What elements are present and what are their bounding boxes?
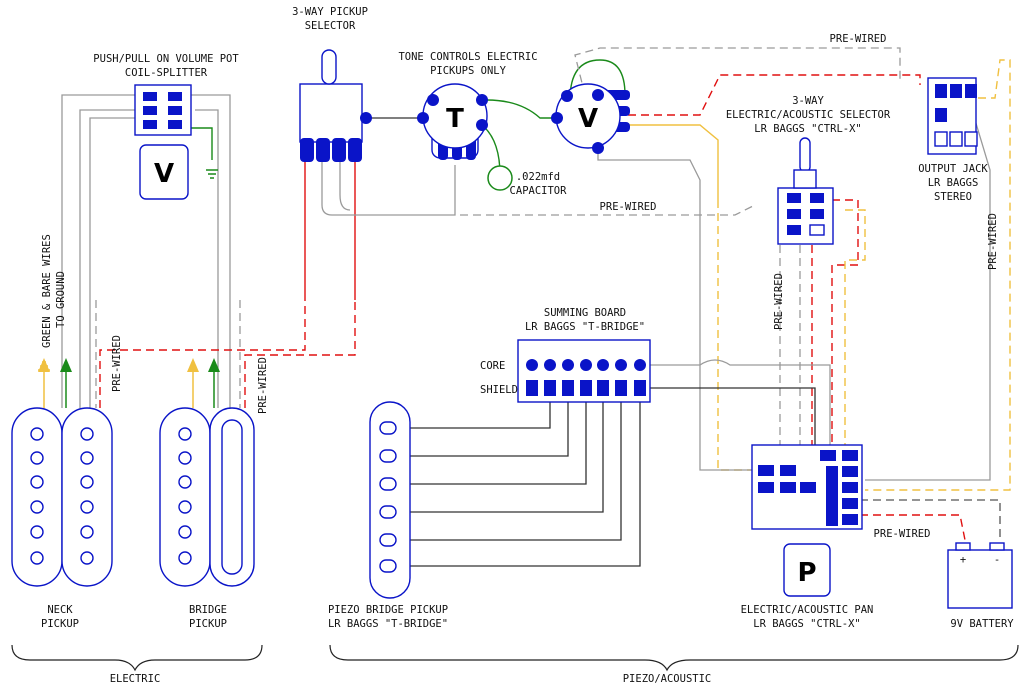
summing-core-terminals	[526, 359, 646, 371]
push-pull-volume-pot: V	[134, 84, 192, 200]
label-piezo-acoustic: PIEZO/ACOUSTIC	[623, 673, 712, 685]
label-push-pull-2: COIL-SPLITTER	[125, 67, 208, 79]
ground-icon	[208, 358, 220, 408]
pan-board	[751, 444, 863, 530]
label-selector3-2: SELECTOR	[305, 20, 356, 32]
label-ea-selector-1: 3-WAY	[792, 95, 824, 107]
label-jack-3: STEREO	[934, 191, 972, 203]
label-prewired-mid: PRE-WIRED	[600, 201, 657, 213]
wires	[61, 47, 1011, 567]
label-ea-selector-2: ELECTRIC/ACOUSTIC SELECTOR	[726, 109, 891, 121]
summing-board	[517, 339, 651, 403]
label-prewired-jack: PRE-WIRED	[987, 213, 999, 270]
ground-icon	[60, 358, 72, 408]
label-jack-2: LR BAGGS	[928, 177, 979, 189]
battery-minus-terminal: -	[994, 554, 1000, 566]
label-ground-1: GREEN & BARE WIRES	[41, 234, 53, 348]
label-prewired-bridge: PRE-WIRED	[257, 357, 269, 414]
bridge-pickup-poles	[178, 427, 192, 565]
tone-pot: T	[417, 83, 488, 160]
volume-knob-letter: V	[578, 104, 598, 134]
label-ea-selector-3: LR BAGGS "CTRL-X"	[754, 123, 861, 135]
neck-pickup-poles	[30, 427, 94, 565]
label-summing-1: SUMMING BOARD	[544, 307, 626, 319]
label-electric: ELECTRIC	[110, 673, 161, 685]
label-piezo-1: PIEZO BRIDGE PICKUP	[328, 604, 448, 616]
label-prewired-battery: PRE-WIRED	[874, 528, 931, 540]
pan-knob-letter: P	[797, 558, 816, 588]
summing-shield-terminals	[526, 380, 646, 396]
label-capacitor-2: CAPACITOR	[510, 185, 568, 197]
capacitor	[487, 165, 513, 191]
neck-pickup	[11, 407, 113, 587]
bridge-pickup	[159, 407, 255, 587]
label-prewired-top: PRE-WIRED	[830, 33, 887, 45]
label-prewired-neck: PRE-WIRED	[111, 335, 123, 392]
ground-symbols	[38, 169, 220, 408]
label-shield: SHIELD	[480, 384, 518, 396]
label-bridge-2: PICKUP	[189, 618, 227, 630]
label-push-pull-1: PUSH/PULL ON VOLUME POT	[93, 53, 239, 65]
pan-pot: P	[783, 543, 831, 597]
volume-pot: V	[551, 83, 630, 154]
output-jack	[927, 77, 978, 155]
label-neck-2: PICKUP	[41, 618, 79, 630]
ground-icon	[187, 358, 199, 408]
label-tone-2: PICKUPS ONLY	[430, 65, 507, 77]
battery-plus-terminal: +	[960, 554, 966, 566]
label-piezo-2: LR BAGGS "T-BRIDGE"	[328, 618, 448, 630]
label-jack-1: OUTPUT JACK	[918, 163, 988, 175]
ground-icon	[38, 358, 50, 408]
battery: + -	[947, 542, 1013, 609]
section-braces: ELECTRIC PIEZO/ACOUSTIC	[11, 644, 1019, 685]
label-selector3-1: 3-WAY PICKUP	[292, 6, 368, 18]
tone-knob-letter: T	[446, 104, 464, 134]
label-battery: 9V BATTERY	[950, 618, 1014, 630]
volume-split-knob-letter: V	[154, 159, 174, 189]
label-capacitor-1: .022mfd	[516, 171, 560, 183]
label-prewired-ea: PRE-WIRED	[773, 273, 785, 330]
label-core: CORE	[480, 360, 505, 372]
ground-icon	[206, 169, 218, 179]
label-summing-2: LR BAGGS "T-BRIDGE"	[525, 321, 645, 333]
piezo-bridge-pickup	[369, 401, 411, 599]
label-pan-2: LR BAGGS "CTRL-X"	[753, 618, 860, 630]
label-tone-1: TONE CONTROLS ELECTRIC	[398, 51, 537, 63]
electric-acoustic-selector	[777, 137, 834, 245]
label-bridge-1: BRIDGE	[189, 604, 227, 616]
pickup-selector	[299, 49, 372, 162]
labels: PUSH/PULL ON VOLUME POT COIL-SPLITTER 3-…	[41, 6, 1014, 630]
label-ground-2: TO GROUND	[55, 271, 67, 328]
label-pan-1: ELECTRIC/ACOUSTIC PAN	[741, 604, 874, 616]
label-neck-1: NECK	[47, 604, 73, 616]
